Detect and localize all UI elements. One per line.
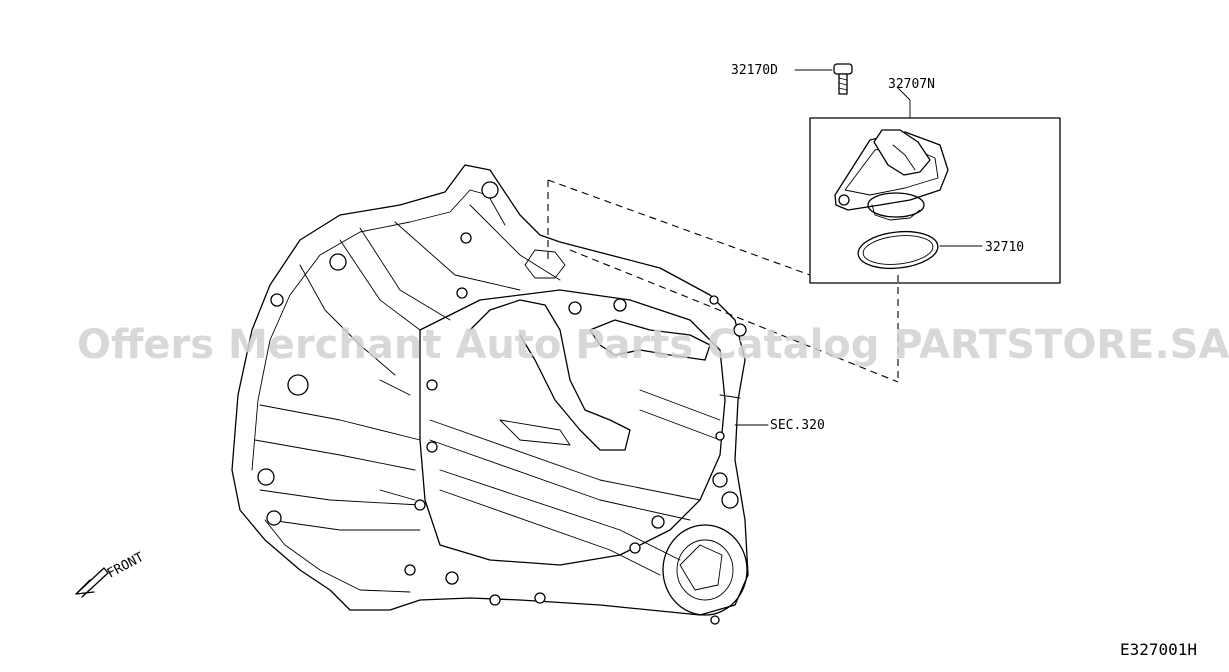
bolt-part — [794, 63, 853, 95]
front-label: FRONT — [105, 550, 147, 582]
callout-dashed-lines — [547, 179, 899, 383]
part-label-32707N[interactable]: 32707N — [888, 77, 935, 92]
front-indicator: FRONT — [75, 550, 147, 598]
part-label-32710[interactable]: 32710 — [985, 240, 1024, 255]
diagram-code: E327001H — [1120, 640, 1197, 659]
part-label-sec320[interactable]: SEC.320 — [770, 418, 825, 433]
watermark-text: Offers Merchant Auto Parts Catalog PARTS… — [77, 322, 1229, 368]
parts-detail-box — [809, 87, 1061, 284]
part-label-32170D[interactable]: 32170D — [731, 63, 778, 78]
transmission-assembly — [231, 164, 749, 625]
